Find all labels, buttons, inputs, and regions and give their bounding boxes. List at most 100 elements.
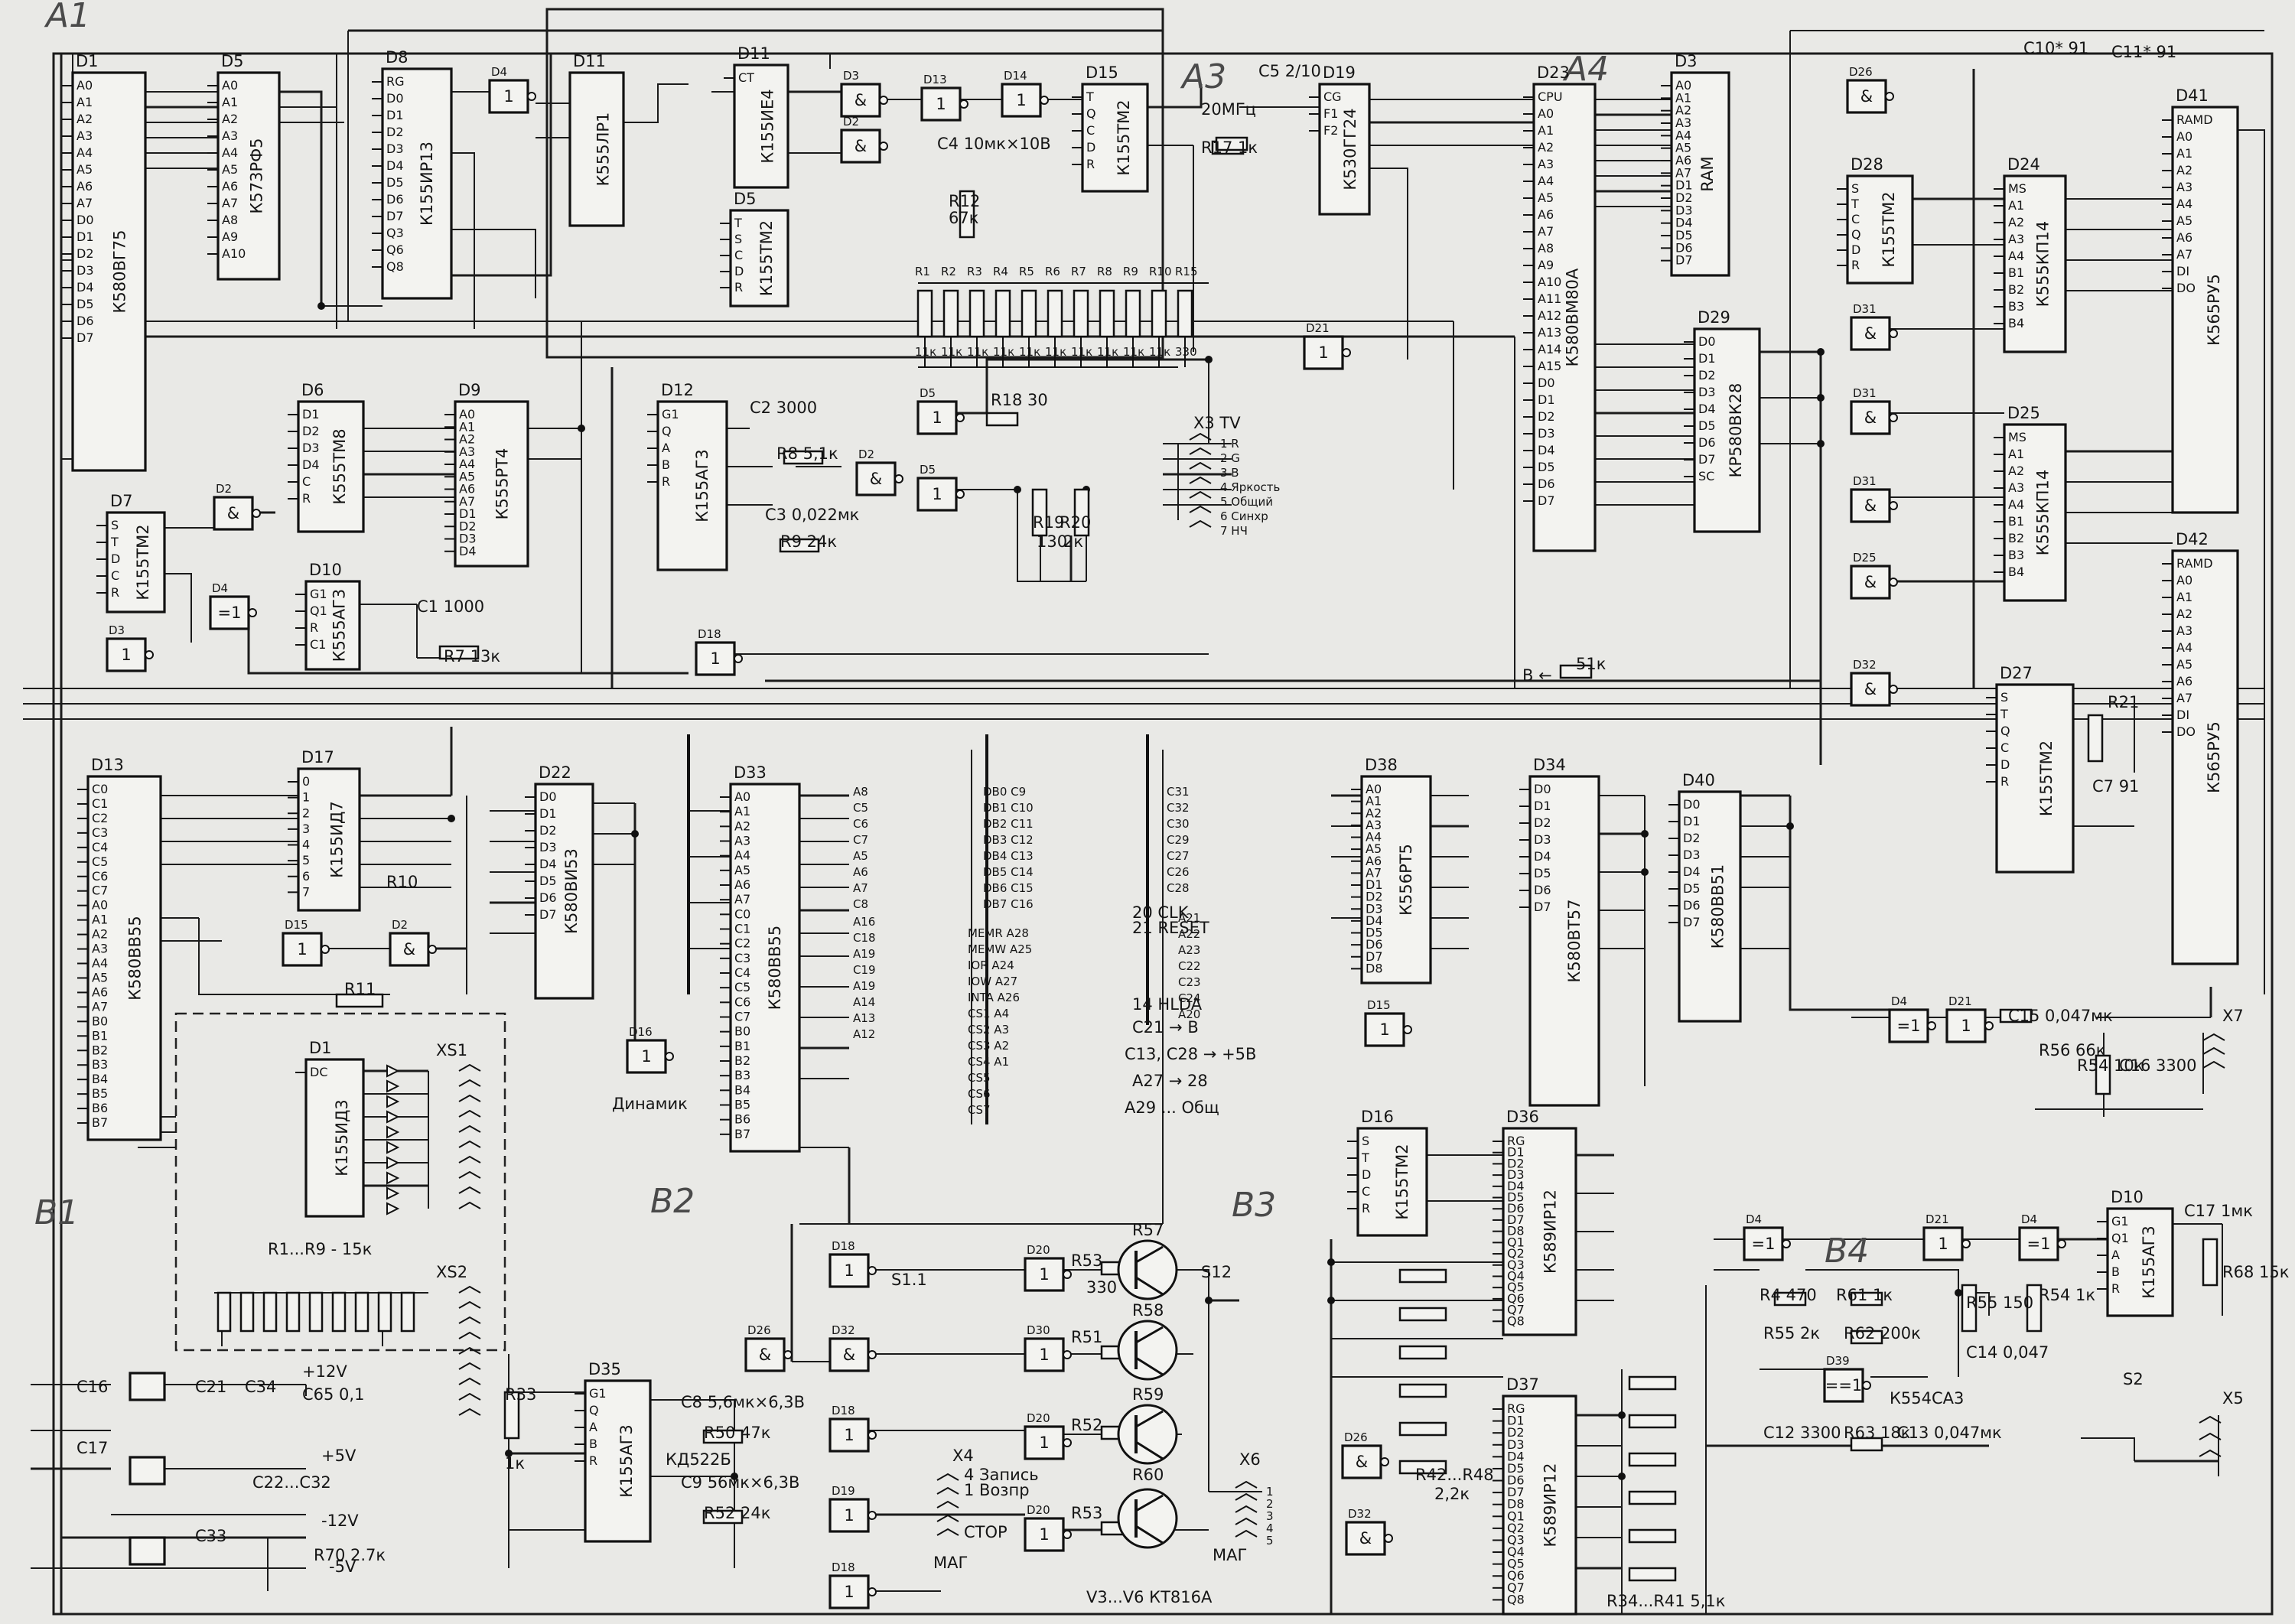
resistor-body: [1047, 289, 1063, 338]
gate-d3: 1D3: [106, 623, 154, 672]
ic-pin: D5: [1698, 418, 1716, 433]
gate-d32: &D32: [1850, 658, 1898, 707]
inverter-bubble: [1063, 1438, 1072, 1447]
junction-dot: [505, 1450, 513, 1457]
ic-body: [568, 71, 625, 227]
junction-dot: [1955, 1289, 1962, 1297]
ic-pin: C: [2000, 740, 2009, 755]
gate-op: 1: [932, 408, 942, 427]
x6-pin-label: 3: [1266, 1509, 1274, 1523]
component-label: R34...R41 5,1к: [1606, 1592, 1725, 1610]
inverter-bubble: [1889, 413, 1898, 422]
bus-right-label: C26: [1167, 865, 1190, 879]
ic-pin: D6: [1675, 240, 1693, 255]
ic-pin: D2: [1698, 368, 1716, 382]
bus-c-label: C19: [853, 963, 876, 977]
ic-pin: C7: [92, 884, 108, 898]
ic-pin: A1: [2176, 146, 2192, 161]
ic-pin: A7: [222, 196, 238, 210]
ic-type: К155ТМ2: [1115, 99, 1133, 175]
ic-pin: A10: [222, 246, 246, 261]
ic-pin: C3: [92, 825, 108, 840]
bus-db-label: DB7 C16: [983, 897, 1034, 911]
ic-pin: A1: [2176, 590, 2192, 604]
gate-ref: D20: [1027, 1243, 1050, 1257]
ic-pin: C3: [734, 951, 750, 965]
connector-pin: [458, 1094, 481, 1102]
component-label: X4: [952, 1447, 974, 1465]
block-label-b4: B4: [1825, 1232, 1869, 1271]
ic-pin: D0: [76, 213, 94, 227]
component-label: МАГ: [933, 1554, 968, 1572]
bus-c20-label: A22: [1178, 927, 1200, 941]
connector-pin: [1235, 1492, 1258, 1501]
bus-c20-label: A23: [1178, 943, 1200, 957]
ic-pin: B3: [734, 1068, 750, 1082]
gate-op: 1: [1961, 1017, 1971, 1035]
resistor-body: [1073, 289, 1089, 338]
ic-pin: D3: [1675, 203, 1693, 217]
ic-pin: 7: [302, 884, 310, 899]
connector-pin: [458, 1186, 481, 1194]
gate-op: 1: [1039, 1434, 1049, 1452]
ic-ref: D3: [1675, 52, 1698, 70]
connector-pin: [1189, 461, 1212, 470]
ic-pin: Q3: [1507, 1532, 1525, 1547]
ic-ref: D10: [2111, 1188, 2144, 1206]
resistor-body: [438, 645, 480, 660]
gate-op: 1: [936, 95, 946, 113]
transistor-collector: [1135, 1494, 1164, 1512]
diode: [386, 1095, 400, 1108]
ic-pin: D5: [1675, 228, 1693, 242]
ic-pin: D6: [386, 192, 404, 207]
ic-pin: C1: [734, 922, 750, 936]
ic-pin: A1: [1675, 90, 1691, 105]
bus-cs-label: CS3 A2: [968, 1039, 1009, 1053]
ic-pin: A5: [2176, 657, 2192, 672]
ic-body: [1693, 327, 1761, 533]
gate-op: 1: [1039, 1346, 1049, 1364]
ic-pin: D: [734, 264, 744, 278]
gate-ref: D21: [1306, 321, 1330, 335]
component-label: R52 24к: [704, 1504, 770, 1522]
transistor: [1117, 1488, 1178, 1549]
connector-xs1: [458, 1063, 481, 1209]
component-label: C5 2/10: [1258, 62, 1321, 80]
ic-body: [1502, 1395, 1577, 1616]
inverter-bubble: [665, 1052, 674, 1061]
ic-pin: Q: [1086, 106, 1096, 121]
connector-pin: [458, 1140, 481, 1148]
ic-type: К155ИР13: [418, 142, 436, 226]
ic-pin: B3: [2008, 299, 2024, 314]
resistor-body: [1021, 289, 1037, 338]
gate-ref: D31: [1853, 474, 1877, 488]
ic-pin: A0: [2176, 129, 2192, 144]
component-label: -5V: [329, 1557, 356, 1576]
ic-pin: Q: [1851, 227, 1861, 242]
resistor-body: [1125, 289, 1141, 338]
ic-pin: A: [589, 1420, 597, 1434]
ic-pin: D2: [302, 424, 320, 438]
gate-body: [1341, 1444, 1382, 1479]
junction-dot: [578, 425, 585, 432]
component-label: С4 10мк×10В: [937, 135, 1051, 153]
component-label: R58: [1132, 1301, 1164, 1320]
gate-ref: D18: [832, 1239, 855, 1253]
component-label: 67к: [949, 209, 978, 227]
bus-ctrl-label: INTA A26: [968, 991, 1020, 1004]
bus-ctrl-label: MEMW A25: [968, 942, 1032, 956]
connector-pin: [458, 1155, 481, 1163]
component-label: 130: [1037, 532, 1067, 551]
ic-pin: Q4: [1507, 1268, 1525, 1283]
gate-ref: D4: [491, 65, 507, 79]
ic-pin: B: [589, 1437, 597, 1451]
component-label: S2: [2123, 1370, 2144, 1388]
inverter-bubble: [868, 1587, 877, 1596]
x6-pin-label: 1: [1266, 1485, 1274, 1499]
ic-pin: A3: [222, 129, 238, 143]
resistor-body: [1151, 289, 1167, 338]
